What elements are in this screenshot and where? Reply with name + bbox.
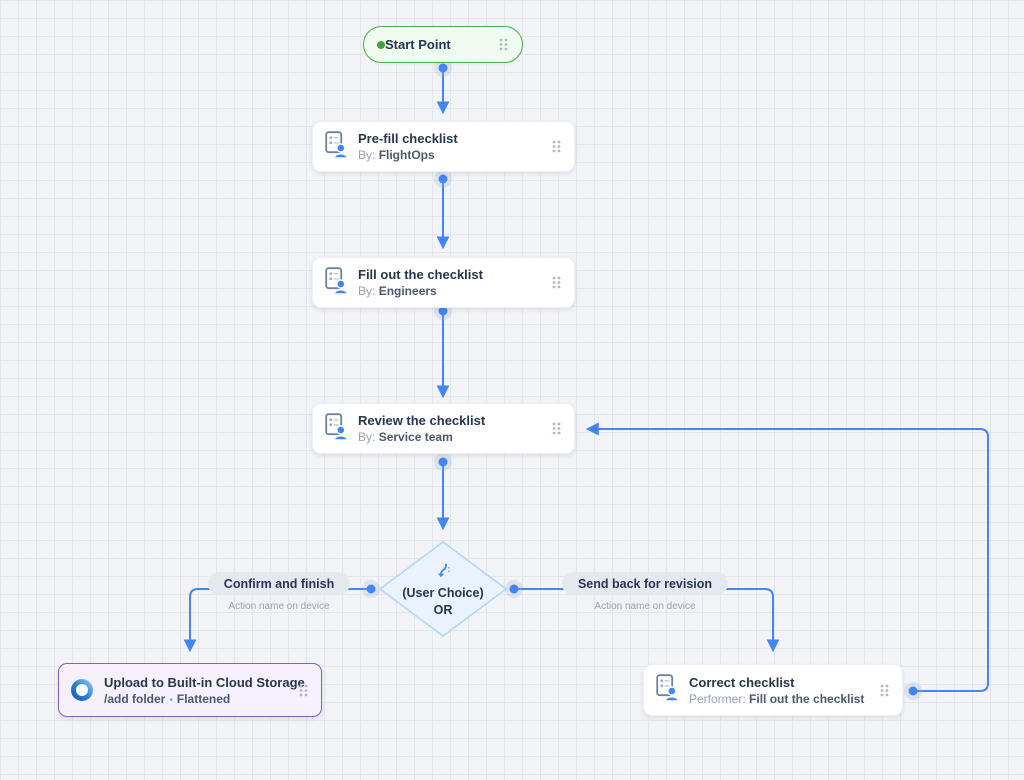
gateway-operator-label: OR — [433, 603, 453, 617]
port-prefill-bottom[interactable] — [438, 174, 448, 184]
edge-confirm-to-upload — [183, 588, 372, 653]
card-meta: By: FlightOps — [358, 148, 435, 162]
drag-handle-icon[interactable] — [498, 37, 509, 52]
node-start-point[interactable]: Start Point — [363, 26, 523, 63]
checklist-user-icon — [325, 412, 349, 445]
branch-choice-icon — [435, 563, 452, 585]
port-fillout-bottom[interactable] — [438, 306, 448, 316]
card-title: Pre-fill checklist — [358, 131, 458, 146]
port-correct-right[interactable] — [908, 686, 918, 696]
card-title: Upload to Built-in Cloud Storage — [104, 674, 305, 690]
start-status-dot — [377, 40, 385, 49]
card-meta: Performer: Fill out the checklist — [689, 691, 865, 706]
checklist-user-icon — [656, 674, 680, 706]
node-fill-out-checklist[interactable]: Fill out the checklist By: Engineers — [312, 257, 575, 308]
card-title: Correct checklist — [689, 674, 795, 690]
edge-label-text: Confirm and finish — [223, 576, 335, 591]
card-title: Review the checklist — [358, 413, 486, 428]
checklist-user-icon — [325, 266, 349, 299]
edge-label-confirm-and-finish[interactable]: Confirm and finish — [207, 572, 351, 595]
connection-ports — [362, 59, 922, 700]
drag-handle-icon[interactable] — [551, 275, 562, 290]
edge-caption: Action name on device — [594, 601, 696, 612]
edge-correct-to-review — [585, 422, 989, 692]
drag-handle-icon[interactable] — [298, 683, 309, 698]
drag-handle-icon[interactable] — [879, 683, 890, 698]
card-meta: By: Service team — [358, 430, 453, 444]
edge-caption: Action name on device — [228, 601, 330, 612]
node-correct-checklist[interactable]: Correct checklist Performer: Fill out th… — [643, 664, 903, 716]
card-meta: /add folder•Flattened — [104, 691, 231, 706]
port-start-bottom[interactable] — [438, 63, 448, 73]
port-review-bottom[interactable] — [438, 457, 448, 467]
node-prefill-checklist[interactable]: Pre-fill checklist By: FlightOps — [312, 121, 575, 172]
edge-label-send-back-for-revision[interactable]: Send back for revision — [561, 572, 729, 595]
node-review-checklist[interactable]: Review the checklist By: Service team — [312, 403, 575, 454]
port-choice-left[interactable] — [366, 584, 376, 594]
checklist-user-icon — [325, 130, 349, 163]
edge-sendback-to-correct — [513, 588, 780, 653]
start-label: Start Point — [385, 37, 451, 52]
gateway-type-label: (User Choice) — [402, 586, 484, 601]
node-user-choice-gateway[interactable]: (User Choice) OR — [379, 541, 507, 637]
cloud-storage-app-icon — [71, 679, 93, 701]
port-choice-right[interactable] — [509, 584, 519, 594]
drag-handle-icon[interactable] — [551, 421, 562, 436]
drag-handle-icon[interactable] — [551, 139, 562, 154]
card-meta: By: Engineers — [358, 284, 437, 298]
edge-label-text: Send back for revision — [577, 576, 713, 591]
node-upload-cloud-storage[interactable]: Upload to Built-in Cloud Storage /add fo… — [58, 663, 322, 717]
card-title: Fill out the checklist — [358, 267, 483, 282]
